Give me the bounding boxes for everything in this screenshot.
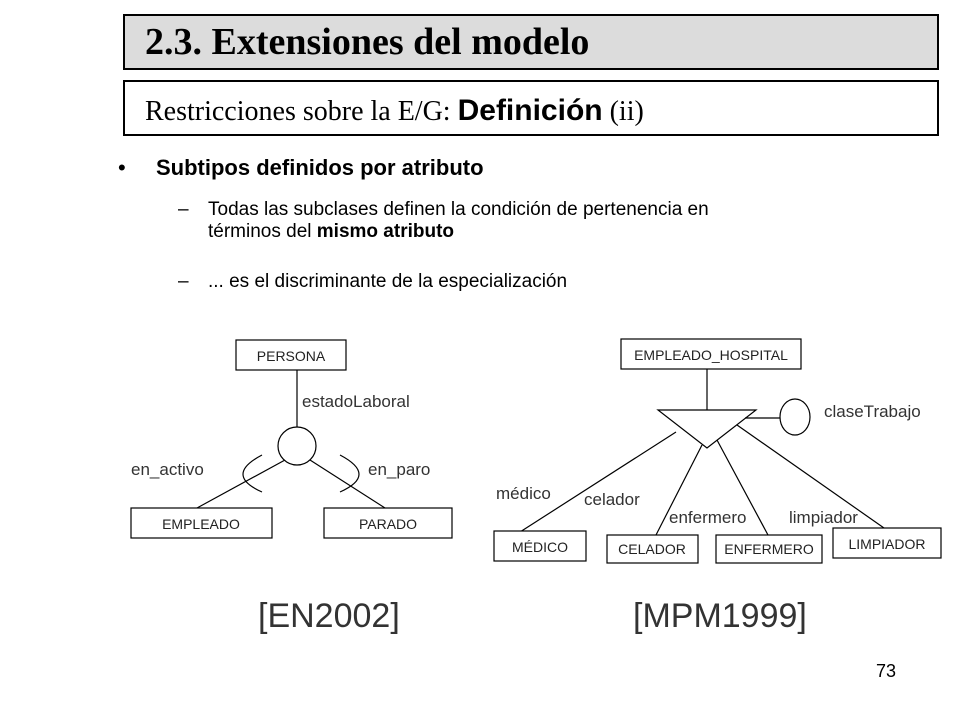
entity-medico [493, 530, 587, 562]
bullet-text: Subtipos definidos por atributo [156, 155, 484, 180]
subset-arc-left [242, 454, 263, 493]
value-label-en-paro: en_paro [368, 460, 430, 479]
entity-empleado-label: EMPLEADO [162, 516, 240, 532]
value-label-enfermero: enfermero [669, 508, 746, 527]
connector-circle-parado [309, 459, 386, 509]
connector-celador [655, 444, 703, 536]
connector-limpiador [736, 424, 885, 529]
entity-medico-label: MÉDICO [512, 539, 568, 555]
connector-medico [519, 431, 677, 533]
sub-bullet-1-emphasis: mismo atributo [316, 221, 455, 242]
entity-limpiador-label: LIMPIADOR [848, 536, 925, 552]
specialization-triangle [656, 409, 758, 449]
entity-empleado [130, 507, 273, 539]
entity-enfermero [715, 534, 823, 564]
subset-arc-right [339, 454, 360, 493]
entity-limpiador [832, 527, 942, 559]
attribute-circle [779, 398, 811, 436]
connector-circle-empleado [196, 459, 286, 509]
entity-enfermero-label: ENFERMERO [724, 541, 814, 557]
value-label-en-activo: en_activo [131, 460, 204, 479]
attribute-label-left: estadoLaboral [302, 392, 410, 411]
entity-empleado-hospital-label: EMPLEADO_HOSPITAL [634, 347, 788, 363]
page-number: 73 [876, 661, 897, 681]
slide-title: 2.3. Extensiones del modelo [123, 14, 939, 70]
slide-subtitle: Restricciones sobre la E/G: Definición (… [123, 80, 939, 136]
diagram-right: EMPLEADO_HOSPITAL claseTrabajo médico ce… [493, 338, 942, 564]
sub-bullet-2-text: ... es el discriminante de la especializ… [208, 271, 568, 292]
attribute-label-right: claseTrabajo [824, 402, 921, 421]
entity-celador-label: CELADOR [618, 541, 686, 557]
entity-parado-label: PARADO [359, 516, 417, 532]
entity-persona-label: PERSONA [257, 348, 326, 364]
sub-bullet-marker: – [178, 199, 189, 220]
reference-right: [MPM1999] [633, 597, 807, 635]
connector-enfermero [716, 439, 769, 536]
value-label-limpiador: limpiador [789, 508, 858, 527]
diagram-left: PERSONA estadoLaboral en_activo en_paro … [130, 339, 453, 539]
subtitle-emphasis: Definición [457, 94, 603, 127]
entity-empleado-hospital [620, 338, 802, 370]
value-label-celador: celador [584, 490, 640, 509]
value-label-medico: médico [496, 484, 551, 503]
specialization-circle-left [277, 426, 317, 466]
reference-left: [EN2002] [258, 597, 400, 635]
entity-celador [606, 534, 699, 564]
entity-parado [323, 507, 453, 539]
bullet-marker: • [118, 155, 126, 180]
sub-bullet-1-line1: Todas las subclases definen la condición… [208, 199, 709, 220]
sub-bullet-marker: – [178, 271, 189, 292]
entity-persona [235, 339, 347, 371]
